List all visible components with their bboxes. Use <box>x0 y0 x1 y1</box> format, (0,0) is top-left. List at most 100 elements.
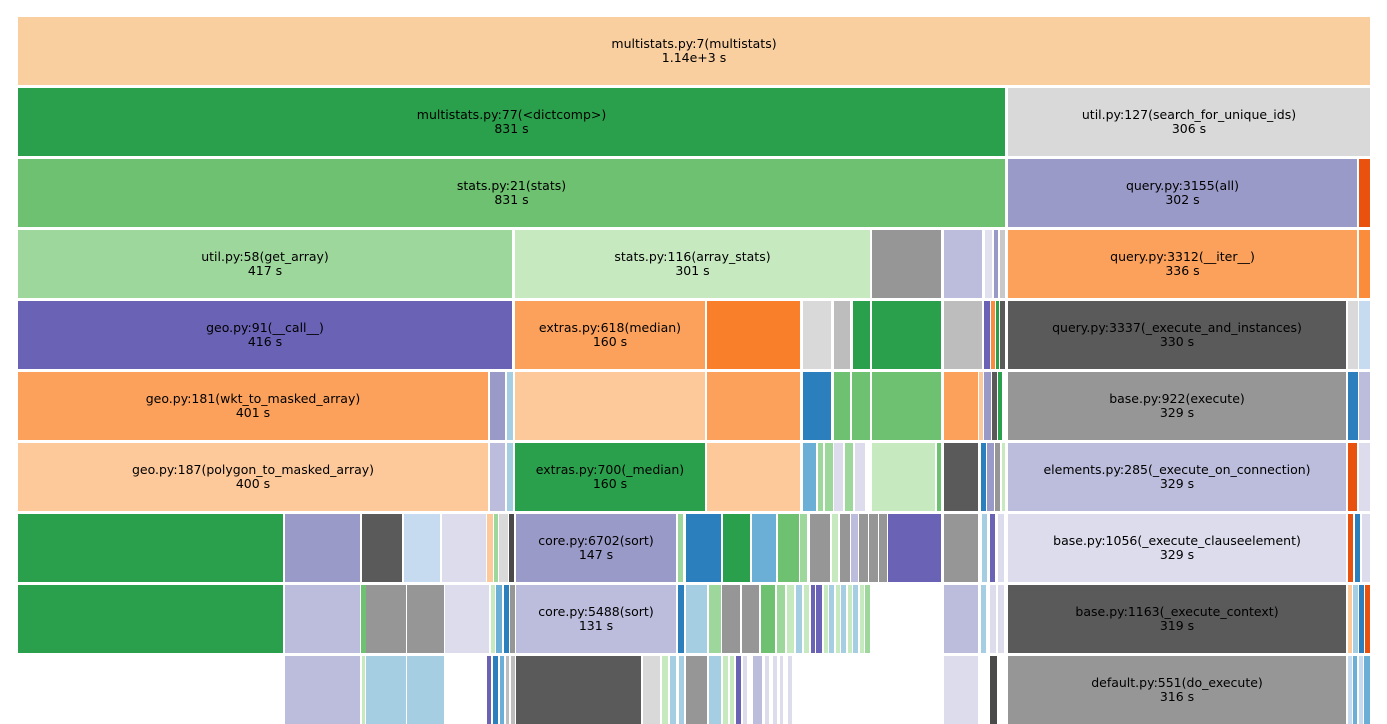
flame-frame[interactable] <box>803 372 831 440</box>
flame-frame-labeled[interactable]: query.py:3155(all)302 s <box>1008 159 1357 227</box>
flame-frame[interactable] <box>840 514 850 582</box>
flame-frame[interactable] <box>1000 301 1005 369</box>
flame-frame[interactable] <box>865 585 870 653</box>
flame-frame[interactable] <box>810 514 830 582</box>
flame-frame[interactable] <box>818 443 823 511</box>
flame-frame[interactable] <box>804 585 809 653</box>
flame-frame[interactable] <box>1359 656 1363 724</box>
flame-frame[interactable] <box>490 443 505 511</box>
flame-frame[interactable] <box>869 514 878 582</box>
flame-frame[interactable] <box>990 656 997 724</box>
flame-frame[interactable] <box>944 301 982 369</box>
flame-frame-labeled[interactable]: query.py:3337(_execute_and_instances)330… <box>1008 301 1346 369</box>
flame-frame[interactable] <box>985 230 992 298</box>
flame-frame[interactable] <box>872 230 941 298</box>
flame-frame[interactable] <box>366 656 406 724</box>
flame-frame[interactable] <box>753 656 762 724</box>
flame-frame[interactable] <box>722 585 740 653</box>
flame-frame[interactable] <box>998 514 1004 582</box>
flame-frame[interactable] <box>707 301 800 369</box>
flame-frame[interactable] <box>829 585 834 653</box>
flame-frame[interactable] <box>285 514 360 582</box>
flame-frame[interactable] <box>723 514 750 582</box>
flame-frame[interactable] <box>490 372 505 440</box>
flame-frame[interactable] <box>686 656 707 724</box>
flame-frame[interactable] <box>944 443 978 511</box>
flame-frame-labeled[interactable]: default.py:551(do_execute)316 s <box>1008 656 1346 724</box>
flame-frame[interactable] <box>855 443 865 511</box>
flame-frame[interactable] <box>777 585 785 653</box>
flame-frame[interactable] <box>509 514 514 582</box>
flame-frame-labeled[interactable]: multistats.py:77(<dictcomp>)831 s <box>18 88 1005 156</box>
flame-frame[interactable] <box>796 585 802 653</box>
flame-frame[interactable] <box>678 585 684 653</box>
flame-frame[interactable] <box>984 372 991 440</box>
flame-frame-labeled[interactable]: core.py:6702(sort)147 s <box>516 514 676 582</box>
flame-frame[interactable] <box>981 443 986 511</box>
flame-frame[interactable] <box>1348 443 1357 511</box>
flame-frame[interactable] <box>404 514 440 582</box>
flame-frame[interactable] <box>1359 585 1364 653</box>
flame-frame[interactable] <box>987 443 994 511</box>
flame-frame[interactable] <box>679 656 684 724</box>
flame-frame[interactable] <box>1002 443 1005 511</box>
flame-frame[interactable] <box>493 656 498 724</box>
flame-frame[interactable] <box>998 585 1004 653</box>
flame-frame[interactable] <box>848 585 852 653</box>
flame-frame[interactable] <box>1348 301 1358 369</box>
flame-frame[interactable] <box>366 585 406 653</box>
flame-frame-labeled[interactable]: multistats.py:7(multistats)1.14e+3 s <box>18 17 1370 85</box>
flame-frame-labeled[interactable]: stats.py:116(array_stats)301 s <box>515 230 870 298</box>
flame-frame[interactable] <box>832 514 838 582</box>
flame-frame[interactable] <box>707 443 800 511</box>
flame-frame[interactable] <box>707 372 800 440</box>
flame-frame[interactable] <box>1359 301 1370 369</box>
flame-frame[interactable] <box>984 301 990 369</box>
flame-frame[interactable] <box>778 514 799 582</box>
flame-frame[interactable] <box>487 656 491 724</box>
flame-frame[interactable] <box>879 514 887 582</box>
flame-frame[interactable] <box>686 514 721 582</box>
flame-frame[interactable] <box>285 585 360 653</box>
flame-frame[interactable] <box>992 372 997 440</box>
flame-frame[interactable] <box>944 230 982 298</box>
flame-frame[interactable] <box>491 585 495 653</box>
flame-frame[interactable] <box>944 585 978 653</box>
flame-frame[interactable] <box>678 514 683 582</box>
flame-frame[interactable] <box>981 585 986 653</box>
flame-frame[interactable] <box>743 656 747 724</box>
flame-frame-labeled[interactable]: base.py:1056(_execute_clauseelement)329 … <box>1008 514 1346 582</box>
flame-frame[interactable] <box>872 372 941 440</box>
flame-frame[interactable] <box>944 372 978 440</box>
flame-frame[interactable] <box>787 585 794 653</box>
flame-frame[interactable] <box>445 585 489 653</box>
flame-frame[interactable] <box>834 372 850 440</box>
flame-frame-labeled[interactable]: util.py:127(search_for_unique_ids)306 s <box>1008 88 1370 156</box>
flame-frame[interactable] <box>994 230 998 298</box>
flame-frame[interactable] <box>487 514 493 582</box>
flame-frame[interactable] <box>872 301 941 369</box>
flame-frame[interactable] <box>852 372 870 440</box>
flame-frame[interactable] <box>765 656 769 724</box>
flame-frame[interactable] <box>285 656 360 724</box>
flame-frame[interactable] <box>709 585 721 653</box>
flame-frame[interactable] <box>1348 656 1352 724</box>
flame-frame[interactable] <box>937 443 941 511</box>
flame-frame[interactable] <box>811 585 815 653</box>
flame-frame[interactable] <box>834 301 850 369</box>
flame-frame[interactable] <box>511 656 515 724</box>
flame-frame-labeled[interactable]: elements.py:285(_execute_on_connection)3… <box>1008 443 1346 511</box>
flame-frame[interactable] <box>499 514 508 582</box>
flame-frame[interactable] <box>1353 585 1358 653</box>
flame-frame[interactable] <box>442 514 486 582</box>
flame-frame[interactable] <box>836 585 840 653</box>
flame-frame[interactable] <box>362 656 365 724</box>
flame-frame[interactable] <box>510 585 515 653</box>
flame-frame[interactable] <box>361 585 366 653</box>
flame-frame[interactable] <box>730 656 734 724</box>
flame-frame[interactable] <box>1353 656 1357 724</box>
flame-frame[interactable] <box>1359 443 1370 511</box>
flame-frame[interactable] <box>407 656 444 724</box>
flame-frame[interactable] <box>991 301 995 369</box>
flame-frame[interactable] <box>1348 372 1358 440</box>
